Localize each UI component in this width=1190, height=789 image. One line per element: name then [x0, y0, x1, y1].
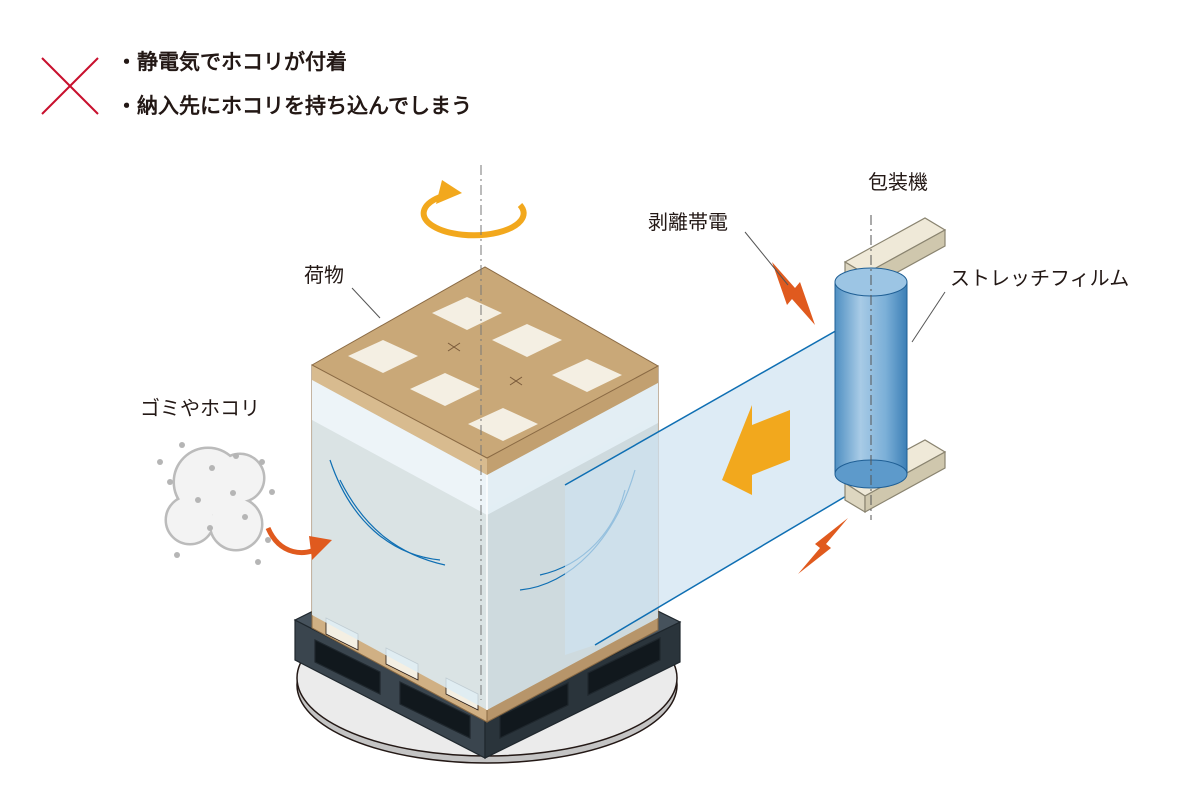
label-dust: ゴミやホコリ: [140, 396, 260, 420]
label-cargo: 荷物: [304, 263, 344, 287]
note-dust-delivery: ・納入先にホコリを持ち込んでしまう: [116, 94, 472, 118]
label-machine: 包装機: [868, 170, 928, 194]
cross-mark-icon: [41, 57, 99, 115]
leader-lines: [351, 231, 946, 343]
film-direction-arrow-icon: [722, 405, 790, 495]
label-film: ストレッチフィルム: [950, 266, 1130, 290]
dust-attach-arrow-icon: [265, 526, 332, 560]
note-static-dust: ・静電気でホコリが付着: [116, 50, 347, 74]
dust-cloud-icon: [157, 442, 275, 565]
rotation-arrow-icon: [420, 180, 527, 239]
label-static: 剥離帯電: [648, 210, 728, 234]
film-roll: [834, 215, 908, 520]
box-top-labels: [348, 297, 622, 441]
